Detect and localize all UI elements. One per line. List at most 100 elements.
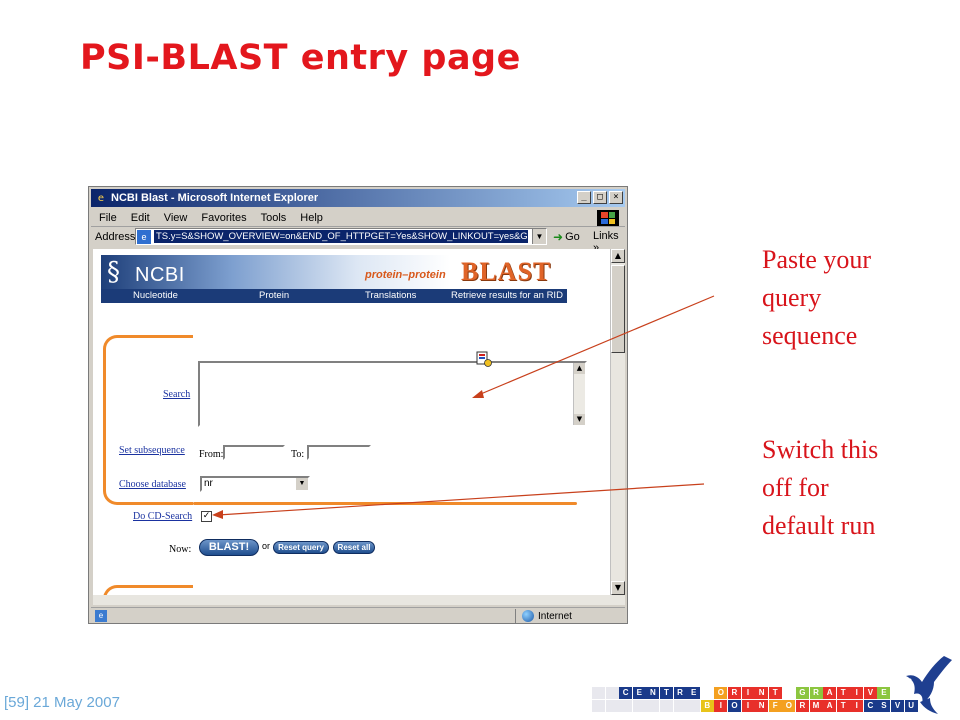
logo-letter-tile: M (809, 700, 823, 712)
scroll-down-icon[interactable]: ▼ (574, 414, 585, 425)
globe-icon (522, 610, 534, 622)
blast-button[interactable]: BLAST! (199, 539, 259, 556)
browser-titlebar[interactable]: e NCBI Blast - Microsoft Internet Explor… (91, 189, 625, 207)
logo-letter-tile: O (714, 687, 728, 699)
logo-letter-tile: S (877, 700, 891, 712)
from-input[interactable] (223, 445, 285, 460)
logo-letter-tile: C (619, 687, 633, 699)
search-link[interactable]: Search (163, 389, 191, 400)
logo-blank-tile (605, 700, 619, 712)
ie-logo-icon: e (97, 192, 105, 204)
dna-helix-icon: § (107, 257, 120, 287)
logo-blank-tile (673, 700, 687, 712)
address-bar: Address e TS.y=S&SHOW_OVERVIEW=on&END_OF… (91, 227, 625, 254)
page-content: § NCBI protein–protein BLAST Nucleotide … (93, 249, 610, 595)
cd-search-checkbox[interactable]: ✓ (201, 511, 212, 522)
annotation-line: query (762, 283, 822, 312)
page-horizontal-scrollbar[interactable] (93, 595, 625, 605)
nav-nucleotide[interactable]: Nucleotide (133, 290, 178, 301)
security-zone: Internet (515, 609, 572, 623)
address-label: Address (95, 231, 136, 243)
logo-letter-tile: T (659, 687, 673, 699)
close-button[interactable]: × (609, 191, 623, 204)
annotation-line: default run (762, 511, 876, 540)
nav-protein[interactable]: Protein (259, 290, 290, 301)
textarea-scrollbar[interactable]: ▲ ▼ (573, 363, 585, 425)
to-input[interactable] (307, 445, 371, 460)
windows-flag-icon (597, 210, 619, 226)
from-label: From: (199, 449, 224, 460)
form-frame-next (103, 585, 193, 595)
reset-all-button[interactable]: Reset all (333, 541, 375, 554)
scroll-down-icon[interactable]: ▼ (611, 581, 625, 595)
address-dropdown-icon[interactable]: ▼ (532, 229, 546, 244)
nav-translations[interactable]: Translations (365, 290, 417, 301)
logo-letter-tile: G (795, 687, 809, 699)
address-field[interactable]: e TS.y=S&SHOW_OVERVIEW=on&END_OF_HTTPGET… (135, 228, 547, 245)
menu-view[interactable]: View (163, 211, 188, 224)
logo-letter-tile: B (700, 700, 714, 712)
logo-letter-tile: I (850, 700, 864, 712)
cd-search-link[interactable]: Do CD-Search (133, 511, 193, 522)
choose-database-link[interactable]: Choose database (119, 479, 186, 490)
ncbi-banner[interactable]: § NCBI protein–protein BLAST (101, 255, 567, 289)
maximize-button[interactable]: □ (593, 191, 607, 204)
blast-logo: BLAST (461, 257, 552, 286)
database-select[interactable]: nr ▼ (200, 476, 310, 492)
menu-edit[interactable]: Edit (130, 211, 150, 224)
logo-blank-tile (592, 700, 605, 712)
blast-tagline: protein–protein (365, 269, 446, 281)
scroll-thumb[interactable] (611, 265, 625, 353)
nav-retrieve-rid[interactable]: Retrieve results for an RID (451, 290, 563, 301)
logo-letter-tile: E (687, 687, 701, 699)
scroll-up-icon[interactable]: ▲ (611, 249, 625, 263)
reset-query-button[interactable]: Reset query (273, 541, 329, 554)
address-url[interactable]: TS.y=S&SHOW_OVERVIEW=on&END_OF_HTTPGET=Y… (154, 230, 528, 243)
annotation-line: Switch this (762, 435, 879, 464)
zone-label: Internet (538, 610, 572, 622)
logo-letter-tile: V (863, 687, 877, 699)
links-button[interactable]: Links » (593, 230, 619, 254)
or-label: or (262, 541, 271, 551)
menu-file[interactable]: File (99, 211, 117, 224)
scroll-up-icon[interactable]: ▲ (574, 363, 585, 374)
logo-blank-tile (592, 687, 605, 699)
slide-title: PSI-BLAST entry page (80, 38, 521, 78)
annotation-line: sequence (762, 321, 858, 350)
logo-letter-tile: R (809, 687, 823, 699)
form-frame-bottom (193, 502, 577, 505)
chevron-down-icon[interactable]: ▼ (296, 478, 308, 490)
menu-help[interactable]: Help (300, 211, 323, 224)
footer-citation: [59] 21 May 2007 (4, 694, 120, 711)
logo-letter-tile: T (768, 687, 782, 699)
annotation-paste-query: Paste your query sequence (762, 241, 871, 355)
logo-letter-tile: A (823, 687, 837, 699)
set-subsequence-link[interactable]: Set subsequence (119, 445, 185, 456)
logo-letter-tile: C (863, 700, 877, 712)
minimize-button[interactable]: _ (577, 191, 591, 204)
logo-blank-tile (605, 687, 619, 699)
logo-letter-tile: N (646, 687, 660, 699)
go-button[interactable]: ➜ Go (553, 230, 580, 244)
logo-letter-tile: E (632, 687, 646, 699)
logo-letter-tile: I (741, 687, 755, 699)
logo-letter-tile: I (850, 687, 864, 699)
logo-blank-tile (659, 700, 673, 712)
logo-letter-tile: F (768, 700, 782, 712)
go-arrow-icon: ➜ (553, 230, 564, 244)
logo-letter-tile: F (700, 687, 714, 699)
annotation-switch-off: Switch this off for default run (762, 431, 878, 545)
logo-letter-tile: O (727, 700, 741, 712)
ncbi-logo: NCBI (135, 264, 185, 286)
logo-letter-tile: R (727, 687, 741, 699)
form-frame (103, 335, 193, 505)
query-sequence-textarea[interactable]: ▲ ▼ (198, 361, 587, 427)
annotation-line: off for (762, 473, 829, 502)
logo-letter-tile: I (741, 700, 755, 712)
page-vertical-scrollbar[interactable]: ▲ ▼ (610, 249, 625, 595)
menu-tools[interactable]: Tools (260, 211, 287, 224)
menu-favorites[interactable]: Favorites (201, 211, 247, 224)
